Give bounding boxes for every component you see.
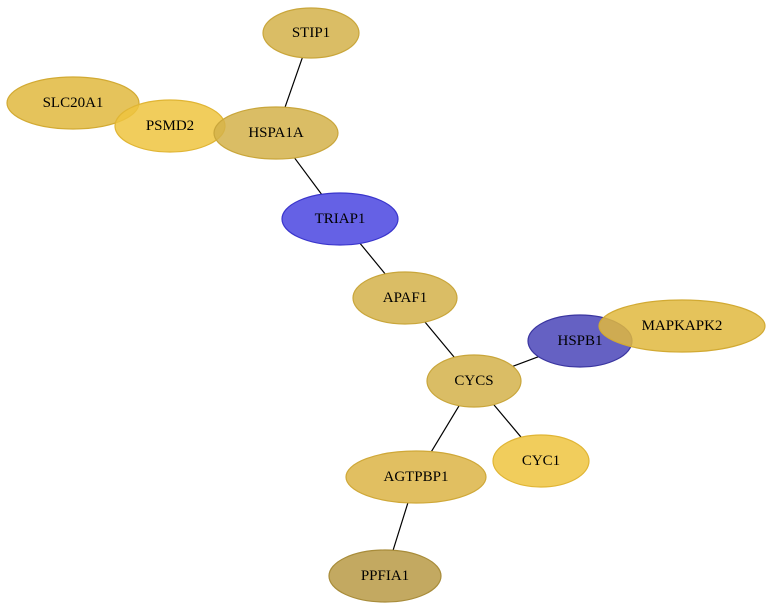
node-ppfia1[interactable]: PPFIA1: [328, 549, 442, 603]
node-ellipse[interactable]: [328, 549, 442, 603]
node-label: TRIAP1: [315, 211, 366, 227]
edge-stip1-hspa1a: [284, 57, 303, 108]
node-cyc1[interactable]: CYC1: [492, 434, 590, 488]
edge-cycs-hspb1: [512, 356, 539, 367]
node-ellipse[interactable]: [262, 7, 360, 59]
node-apaf1[interactable]: APAF1: [352, 271, 458, 325]
node-label: AGTPBP1: [383, 469, 448, 485]
edge-hspa1a-triap1: [293, 157, 323, 195]
edge-cycs-cyc1: [493, 404, 522, 438]
node-label: CYC1: [522, 453, 560, 469]
node-label: HSPA1A: [248, 125, 303, 141]
node-ellipse[interactable]: [426, 354, 522, 408]
edge-agtpbp1-ppfia1: [392, 502, 409, 551]
node-label: PPFIA1: [361, 568, 409, 584]
node-ellipse[interactable]: [281, 192, 399, 246]
node-hspa1a[interactable]: HSPA1A: [213, 106, 339, 160]
node-label: HSPB1: [557, 333, 602, 349]
node-label: MAPKAPK2: [642, 318, 723, 334]
node-ellipse[interactable]: [492, 434, 590, 488]
node-label: CYCS: [454, 373, 493, 389]
node-ellipse[interactable]: [6, 76, 140, 130]
node-slc20a1[interactable]: SLC20A1: [6, 76, 140, 130]
node-label: STIP1: [292, 25, 330, 41]
node-label: PSMD2: [146, 118, 194, 134]
node-label: SLC20A1: [43, 95, 104, 111]
edge-cycs-agtpbp1: [430, 405, 460, 452]
node-agtpbp1[interactable]: AGTPBP1: [345, 450, 487, 504]
node-ellipse[interactable]: [598, 299, 766, 353]
node-label: APAF1: [383, 290, 427, 306]
edge-apaf1-cycs: [424, 321, 455, 358]
node-triap1[interactable]: TRIAP1: [281, 192, 399, 246]
node-mapkapk2[interactable]: MAPKAPK2: [598, 299, 766, 353]
node-ellipse[interactable]: [345, 450, 487, 504]
node-psmd2[interactable]: PSMD2: [114, 99, 226, 153]
node-ellipse[interactable]: [352, 271, 458, 325]
node-stip1[interactable]: STIP1: [262, 7, 360, 59]
edge-layer: [284, 57, 539, 551]
node-ellipse[interactable]: [213, 106, 339, 160]
edge-triap1-apaf1: [359, 243, 386, 275]
node-cycs[interactable]: CYCS: [426, 354, 522, 408]
